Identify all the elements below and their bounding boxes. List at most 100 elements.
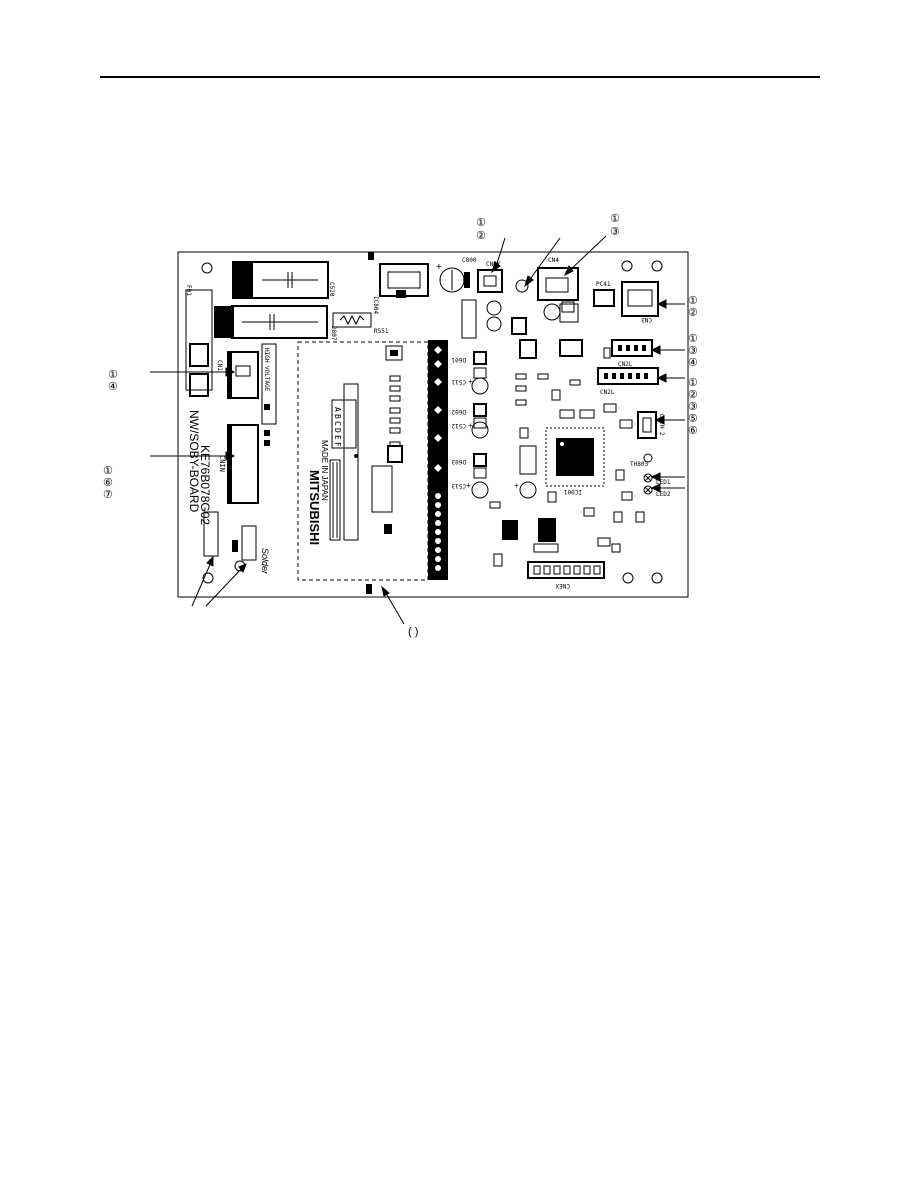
connector-cnex — [527, 561, 605, 579]
svg-text:+: + — [468, 377, 473, 386]
capacitor-c512 — [471, 421, 489, 439]
led3 — [643, 453, 653, 463]
terminal-diamonds — [434, 346, 442, 571]
label-cnex: CNEX — [555, 582, 570, 589]
label-c511: C511 — [451, 378, 466, 385]
callout-cn2lpin-3: ③ — [688, 401, 698, 413]
leader-lines — [150, 235, 685, 625]
label-cn2l: CN2L — [618, 361, 633, 368]
label-c800: C800 — [462, 257, 477, 264]
diode-d603 — [473, 453, 487, 467]
callout-left-lower-2: ⑥ — [103, 477, 113, 489]
svg-text:+: + — [468, 421, 473, 430]
label-cnby: CNBY — [486, 261, 501, 268]
fuse-holder — [185, 289, 213, 391]
made-in-text: MADE IN JAPAN — [320, 440, 329, 501]
callout-cn2l-3: ④ — [688, 357, 698, 369]
ic-main-outline — [545, 427, 605, 487]
label-c520: C520 — [328, 282, 335, 297]
connector-cn3 — [621, 281, 659, 317]
mount-hole — [201, 262, 213, 274]
callout-left-lower-3: ⑦ — [103, 489, 113, 501]
callout-left-lower-1: ① — [103, 465, 113, 477]
connector-cnby — [477, 269, 503, 293]
capacitor-band — [214, 306, 234, 338]
led-top — [515, 279, 529, 293]
terminal-block — [428, 340, 448, 580]
led1 — [643, 473, 653, 483]
label-c512: C512 — [451, 422, 466, 429]
callout-cn2lpin-1: ① — [688, 377, 698, 389]
label-cn1: CN1 — [216, 360, 223, 371]
board-outline — [177, 251, 689, 598]
ic-small-2 — [538, 518, 556, 542]
capacitor-c513 — [471, 481, 489, 499]
label-r551: R551 — [374, 328, 389, 335]
high-voltage-label-box — [261, 343, 277, 425]
connector-cn4 — [537, 267, 579, 301]
label-ic804: IC804 — [372, 296, 379, 314]
callout-cn2lpin-2: ② — [688, 389, 698, 401]
svg-text:+: + — [466, 481, 471, 490]
smd-column — [389, 375, 401, 448]
label-cn4: CN4 — [548, 257, 559, 264]
ic-small-1 — [502, 520, 518, 540]
callout-top-right-2: ③ — [610, 226, 620, 238]
callout-cn3-2: ② — [688, 307, 698, 319]
switch-letter-d: D — [333, 428, 342, 433]
label-led2: LED2 — [656, 491, 671, 498]
callout-left-upper-1: ① — [108, 369, 118, 381]
callout-top-right-1: ① — [610, 213, 620, 225]
header-rule — [100, 76, 820, 78]
label-solder: Solder — [260, 548, 270, 575]
label-f01: F01 — [185, 285, 192, 296]
callout-top-left-1: ① — [476, 217, 486, 229]
connector-cnin — [227, 424, 259, 504]
label-high-voltage: HIGH VOLTAGE — [263, 348, 270, 392]
jumper-rs31 — [203, 511, 219, 557]
switch-letter-a: A — [333, 407, 342, 412]
connector-cn2l — [611, 339, 653, 357]
brand-text: MITSUBISHI — [307, 470, 322, 545]
callout-bottom-paren: ( ) — [408, 626, 418, 638]
crystal — [519, 445, 537, 475]
resistor-array — [329, 459, 341, 541]
label-cn2l-pin: CN2L — [600, 389, 615, 396]
label-ic001: IC001 — [564, 488, 582, 495]
switch-letter-c: C — [333, 421, 342, 426]
connector-cn1 — [227, 351, 259, 399]
connector-cnth2 — [637, 411, 657, 439]
photocoupler-pc41 — [593, 289, 615, 307]
led2 — [643, 485, 653, 495]
plus-sign-c800: + — [436, 262, 442, 273]
switch-letter-f: F — [333, 442, 342, 447]
callout-cn2lpin-5: ⑥ — [688, 425, 698, 437]
label-d807: D807 — [330, 326, 337, 341]
svg-text:+: + — [514, 481, 519, 490]
mount-hole — [621, 260, 633, 272]
label-pc41: PC41 — [596, 281, 611, 288]
callout-cn2l-1: ① — [688, 333, 698, 345]
callout-top-left-2: ② — [476, 230, 486, 242]
mount-hole — [651, 260, 663, 272]
mount-hole — [202, 572, 214, 584]
relay — [371, 465, 393, 513]
label-cnth2: CNTH 2 — [658, 414, 665, 436]
diode-d601 — [473, 351, 487, 365]
smd-right — [489, 339, 645, 553]
callout-left-upper-2: ④ — [108, 381, 118, 393]
callout-cn3-1: ① — [688, 295, 698, 307]
label-d602: D602 — [451, 408, 466, 415]
label-th803: TH803 — [630, 461, 648, 468]
resistor-r551 — [332, 312, 372, 328]
model-line1: NW/SOBY-BOARD — [187, 410, 201, 513]
model-line2: KE76B078G02 — [198, 445, 212, 525]
label-c513: C513 — [451, 482, 466, 489]
capacitor-c511 — [471, 377, 489, 395]
diode-d602 — [473, 403, 487, 417]
mount-hole — [651, 572, 663, 584]
callout-cn2lpin-4: ⑤ — [688, 413, 698, 425]
switch-letter-e: E — [333, 435, 342, 440]
mount-hole — [622, 572, 634, 584]
